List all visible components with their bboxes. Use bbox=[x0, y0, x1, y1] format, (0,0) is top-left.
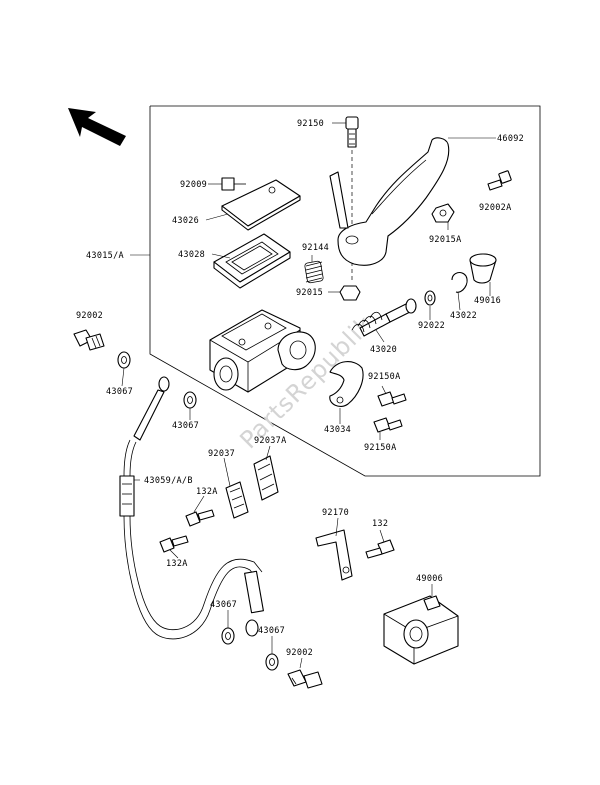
label-92037: 92037 bbox=[208, 449, 235, 459]
label-43028: 43028 bbox=[178, 250, 205, 260]
clamp-43034 bbox=[329, 361, 364, 407]
label-43067-b: 43067 bbox=[172, 421, 199, 431]
bolt-132A-upper bbox=[185, 509, 215, 527]
label-46092: 46092 bbox=[497, 134, 524, 144]
washer-43067-c bbox=[221, 627, 235, 645]
label-43034: 43034 bbox=[324, 425, 351, 435]
label-92002-left: 92002 bbox=[76, 311, 103, 321]
bolt-132 bbox=[365, 539, 395, 559]
label-92002-bottom: 92002 bbox=[286, 648, 313, 658]
banjo-bolt-92002-left bbox=[73, 329, 105, 351]
washer-43067-d bbox=[265, 653, 279, 671]
label-43022: 43022 bbox=[450, 311, 477, 321]
master-cylinder-body bbox=[209, 309, 316, 393]
label-49006: 49006 bbox=[416, 574, 443, 584]
label-92015: 92015 bbox=[296, 288, 323, 298]
brake-hose-43059 bbox=[119, 376, 264, 640]
banjo-bolt-92002-bottom bbox=[287, 669, 323, 689]
boot-49016 bbox=[469, 253, 497, 284]
label-132A-a: 132A bbox=[196, 487, 218, 497]
label-92037A: 92037A bbox=[254, 436, 287, 446]
switch-housing-49006 bbox=[383, 595, 459, 665]
label-92150: 92150 bbox=[297, 119, 324, 129]
label-49016: 49016 bbox=[474, 296, 501, 306]
circlip-43022 bbox=[451, 271, 468, 293]
label-92144: 92144 bbox=[302, 243, 329, 253]
label-43067-c: 43067 bbox=[210, 600, 237, 610]
washer-92022 bbox=[424, 290, 436, 306]
label-92009: 92009 bbox=[180, 180, 207, 190]
spring-92144 bbox=[304, 260, 324, 284]
brake-lever-46092 bbox=[329, 137, 450, 266]
nut-92015A bbox=[431, 203, 455, 223]
label-43020: 43020 bbox=[370, 345, 397, 355]
label-43067-a: 43067 bbox=[106, 387, 133, 397]
bracket-92037 bbox=[225, 481, 249, 519]
bolt-132A-lower bbox=[159, 535, 189, 553]
label-43059: 43059/A/B bbox=[144, 476, 193, 486]
label-92022: 92022 bbox=[418, 321, 445, 331]
label-92150A-b: 92150A bbox=[364, 443, 397, 453]
leader-lines bbox=[121, 122, 496, 669]
label-132A-b: 132A bbox=[166, 559, 188, 569]
piston-assembly-43020 bbox=[351, 298, 417, 337]
bolt-92150A-lower bbox=[373, 417, 403, 433]
bracket-92037A bbox=[253, 455, 279, 501]
bolt-92150A-upper bbox=[377, 391, 407, 407]
label-92015A: 92015A bbox=[429, 235, 462, 245]
bolt-92002A bbox=[487, 170, 512, 191]
front-direction-arrow-icon bbox=[68, 108, 126, 146]
label-43015A: 43015/A bbox=[86, 251, 124, 261]
bolt-92150 bbox=[345, 116, 359, 148]
label-43067-d: 43067 bbox=[258, 626, 285, 636]
label-92002A: 92002A bbox=[479, 203, 512, 213]
label-132: 132 bbox=[372, 519, 388, 529]
nut-92015 bbox=[339, 285, 361, 301]
washer-43067-b bbox=[183, 391, 197, 409]
label-92150A-a: 92150A bbox=[368, 372, 401, 382]
diaphragm-43028 bbox=[213, 233, 291, 289]
reservoir-cap-43026 bbox=[221, 179, 301, 231]
screw-92009 bbox=[221, 177, 246, 191]
washer-43067-a bbox=[117, 351, 131, 369]
label-92170: 92170 bbox=[322, 508, 349, 518]
label-43026: 43026 bbox=[172, 216, 199, 226]
assembly-boundary bbox=[149, 105, 541, 477]
bracket-92170 bbox=[315, 529, 353, 581]
